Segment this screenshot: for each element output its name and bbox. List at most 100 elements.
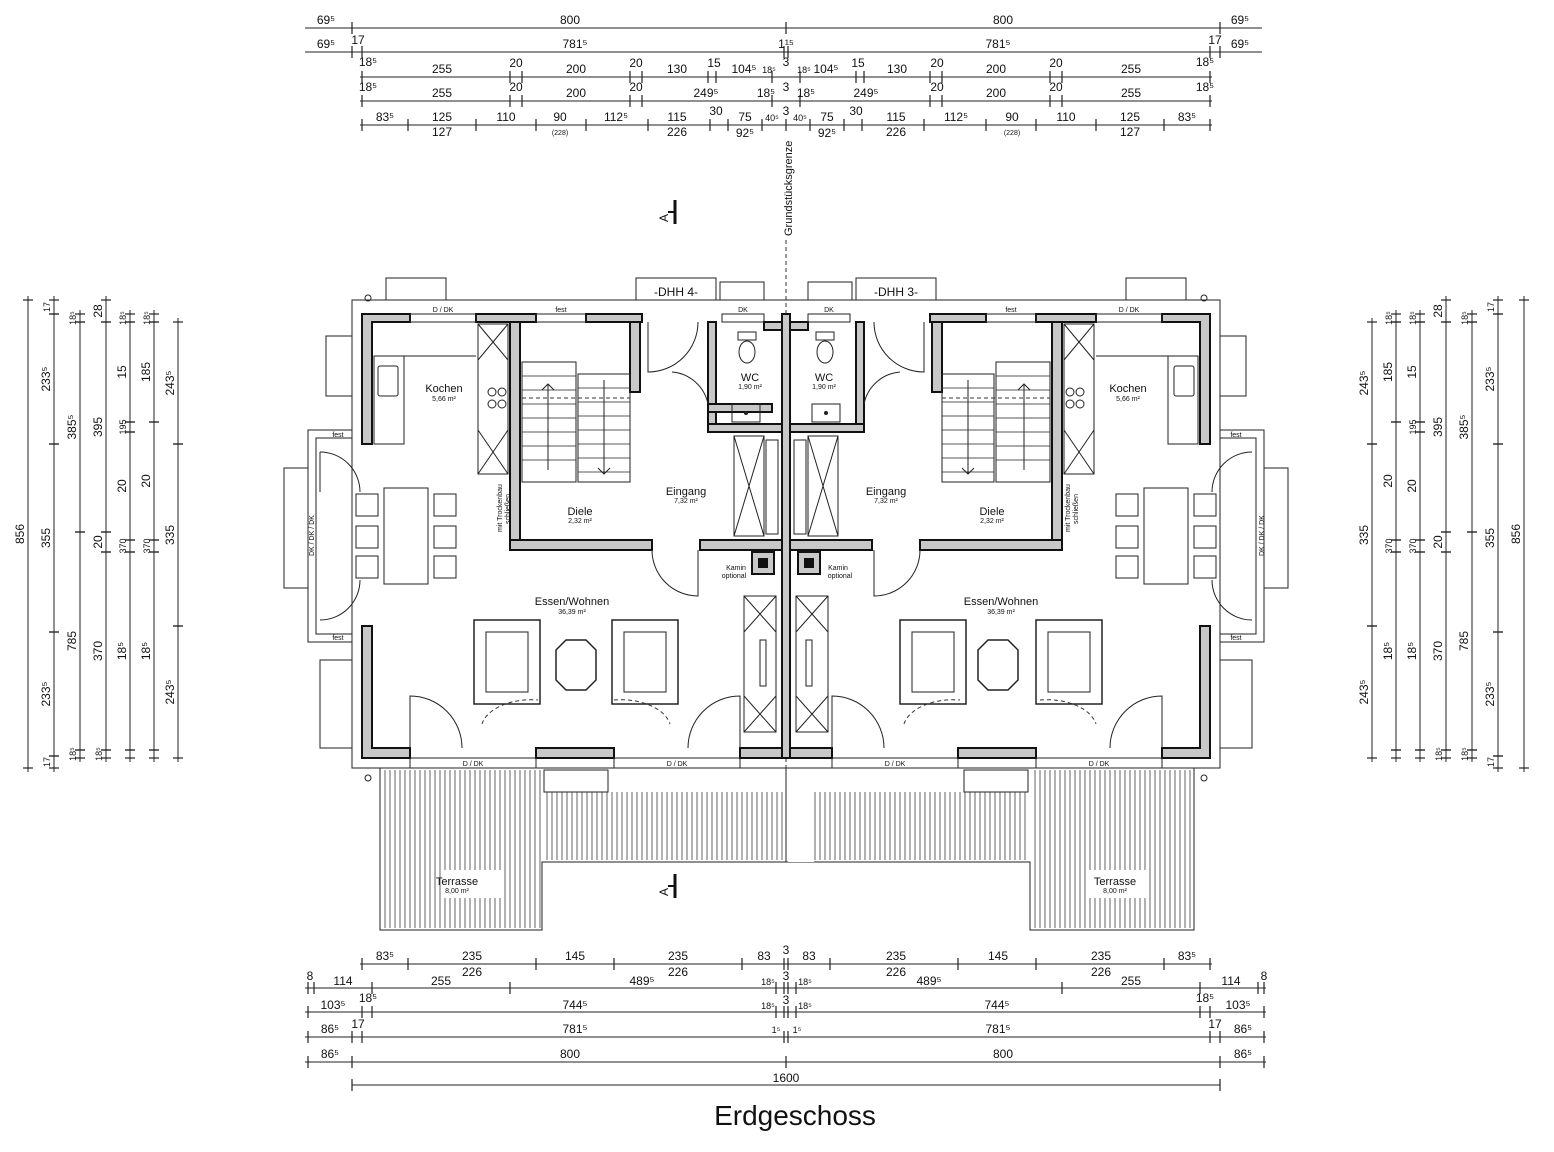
dim: 235 xyxy=(462,949,482,963)
window-label: DK xyxy=(824,307,834,314)
dim: 395 xyxy=(91,417,105,437)
dim: 92⁵ xyxy=(818,126,836,140)
dim: 1600 xyxy=(773,1071,800,1085)
dim: 110 xyxy=(1056,110,1075,124)
wall xyxy=(361,625,411,759)
note: schließen xyxy=(1073,494,1080,524)
dim: 18⁵ xyxy=(797,86,815,100)
closets xyxy=(733,435,839,733)
terrace-left xyxy=(379,767,787,931)
note: mit Trockenbau xyxy=(1065,484,1072,532)
dim: 83⁵ xyxy=(376,949,394,963)
dim: 20 xyxy=(1405,479,1419,493)
dim: 18⁵ xyxy=(1434,747,1444,761)
dim: 370 xyxy=(1431,641,1445,661)
unit-label: -DHH 4- xyxy=(654,285,698,299)
room-area: 1,90 m² xyxy=(738,384,762,391)
dim: 18⁵ xyxy=(359,991,377,1005)
dim: 195 xyxy=(118,419,128,434)
living-left xyxy=(473,619,679,725)
dim: 112⁵ xyxy=(604,110,628,124)
dim: 489⁵ xyxy=(630,974,655,988)
wall xyxy=(739,747,787,759)
dim: 110 xyxy=(496,110,515,124)
dim: 18⁵ xyxy=(1384,311,1394,325)
dim: 233⁵ xyxy=(1483,681,1497,706)
dim: 114 xyxy=(333,974,352,988)
dim: 370 xyxy=(118,538,128,553)
dim: 17 xyxy=(1486,302,1496,312)
room-labels-left: Kochen 5,66 m² WC 1,90 m² Eingang 7,32 m… xyxy=(425,372,762,895)
room-name: Terrasse xyxy=(436,876,478,888)
dim: 18⁵ xyxy=(798,1001,812,1011)
dim: 75 xyxy=(738,110,752,124)
dim: 370 xyxy=(1408,538,1418,553)
dim: 18⁵ xyxy=(1405,642,1419,660)
dim: 125 xyxy=(432,110,452,124)
dim: 200 xyxy=(566,62,586,76)
dim: 255 xyxy=(1121,62,1141,76)
wall xyxy=(509,539,653,551)
dim: 3 xyxy=(783,104,790,118)
wall xyxy=(475,313,537,323)
dim: 8 xyxy=(1261,969,1268,983)
dim: 18⁵ xyxy=(798,977,812,987)
window-label: D / DK xyxy=(667,761,688,768)
wall xyxy=(699,539,783,551)
dim: 18⁵ xyxy=(115,642,129,660)
window-label: D / DK xyxy=(463,761,484,768)
building xyxy=(351,299,1221,769)
dim: 18⁵ xyxy=(359,55,377,69)
dim: 115 xyxy=(886,110,905,124)
dim: 130 xyxy=(887,62,907,76)
dim: 83⁵ xyxy=(376,110,394,124)
dim: 243⁵ xyxy=(1357,370,1371,395)
dim: 90 xyxy=(553,110,567,124)
dim: 30 xyxy=(849,104,863,118)
room-name: WC xyxy=(741,372,759,384)
dim: 17 xyxy=(351,1017,365,1031)
section-marker-bottom: A xyxy=(657,874,677,898)
room-area: 8,00 m² xyxy=(445,888,469,895)
window-label: DK xyxy=(738,307,748,314)
dim: 83⁵ xyxy=(1178,949,1196,963)
room-name: WC xyxy=(815,372,833,384)
dim: 20 xyxy=(930,56,944,70)
dim: 15 xyxy=(115,365,129,379)
dim: 86⁵ xyxy=(321,1047,339,1061)
dim: 145 xyxy=(565,949,585,963)
dim: 243⁵ xyxy=(163,370,177,395)
dim: 127 xyxy=(1120,125,1140,139)
window-label: fest xyxy=(1230,635,1241,642)
dim: 83⁵ xyxy=(1178,110,1196,124)
room-name: Kochen xyxy=(425,383,462,395)
dim: 355 xyxy=(39,528,53,548)
dim: 249⁵ xyxy=(854,86,879,100)
dim: 233⁵ xyxy=(39,366,53,391)
dim: 1⁵ xyxy=(793,1025,802,1035)
dim: 385⁵ xyxy=(65,414,79,439)
room-labels-right: Kochen 5,66 m² WC 1,90 m² Eingang 7,32 m… xyxy=(812,372,1147,895)
room-area: 5,66 m² xyxy=(1116,396,1140,403)
dim: 781⁵ xyxy=(563,37,588,51)
dim: 15 xyxy=(707,56,721,70)
wall xyxy=(707,423,783,433)
wall xyxy=(763,321,783,331)
dim: 20 xyxy=(139,474,153,488)
dim: 15 xyxy=(1405,365,1419,379)
wall xyxy=(931,321,943,393)
dim: 20 xyxy=(509,80,523,94)
kitchen-left xyxy=(373,323,509,475)
dim: 235 xyxy=(1091,949,1111,963)
dim: 17 xyxy=(1208,1017,1222,1031)
dim: 18⁵ xyxy=(94,747,104,761)
room-area: 7,32 m² xyxy=(674,498,698,505)
dim: 235 xyxy=(886,949,906,963)
dim: 69⁵ xyxy=(317,37,335,51)
dim: 18⁵ xyxy=(1408,311,1418,325)
dim: 18⁵ xyxy=(757,86,775,100)
room-area: 8,00 m² xyxy=(1103,888,1127,895)
dim: 255 xyxy=(431,974,451,988)
dim: 226 xyxy=(667,125,687,139)
